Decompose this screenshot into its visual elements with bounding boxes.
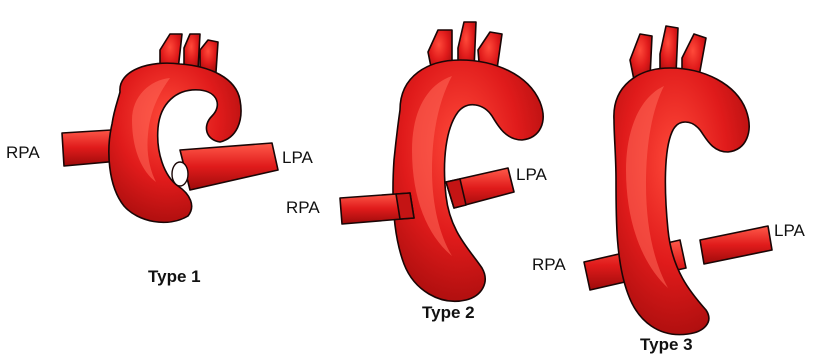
left-carotid-branch: [660, 26, 678, 74]
panel-type-3: RPA LPA Type 3: [532, 26, 806, 354]
panel-caption: Type 2: [422, 303, 475, 322]
panel-type-2: RPA LPA Type 2: [286, 22, 548, 322]
panel-caption: Type 3: [640, 335, 693, 354]
lpa-label: LPA: [774, 221, 806, 240]
panel-caption: Type 1: [148, 267, 201, 286]
panel-type-1: RPA LPA Type 1: [6, 34, 314, 286]
aorta-body: [109, 63, 241, 222]
rpa-label: RPA: [532, 255, 566, 274]
lpa-vessel: [180, 143, 278, 190]
lpa-label: LPA: [516, 165, 548, 184]
lpa-label: LPA: [282, 148, 314, 167]
rpa-label: RPA: [286, 198, 320, 217]
rpa-cut-end: [396, 193, 414, 219]
lpa-vessel: [700, 226, 772, 264]
rpa-label: RPA: [6, 143, 40, 162]
aorta-lumen-opening: [172, 162, 188, 186]
